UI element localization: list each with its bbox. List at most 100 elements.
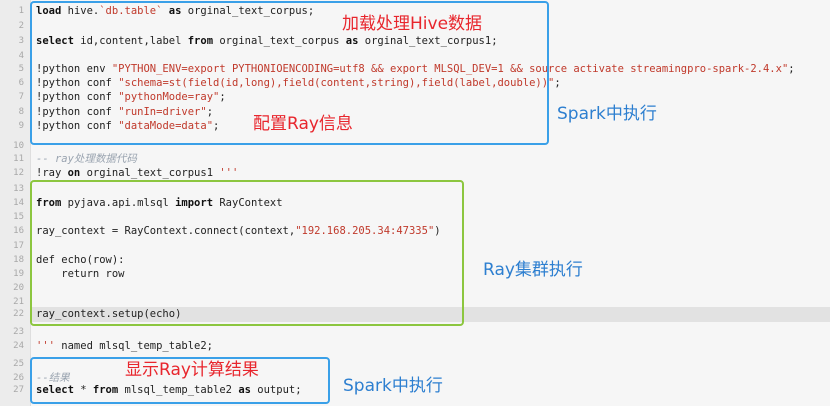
- keyword: as: [345, 35, 359, 47]
- code-text: ;: [219, 91, 226, 103]
- code-line-6[interactable]: !python conf "schema=st(field(id,long),f…: [36, 76, 561, 91]
- string-literal: "runIn=driver": [118, 106, 207, 118]
- code-text: !python conf: [36, 77, 119, 89]
- code-text: *: [73, 384, 93, 396]
- annotation-load-hive: 加载处理Hive数据: [342, 14, 483, 34]
- code-text: ;: [213, 120, 220, 132]
- code-text: !python conf: [36, 120, 119, 132]
- code-text: orginal_text_corpus: [213, 35, 346, 47]
- line-number: 19: [13, 269, 24, 279]
- line-number: 9: [18, 121, 24, 131]
- string-literal: "192.168.205.34:47335": [295, 225, 435, 237]
- annotation-show-ray-result: 显示Ray计算结果: [125, 360, 259, 380]
- string-literal: "schema=st(field(id,long),field(content,…: [118, 77, 555, 89]
- line-number: 15: [13, 212, 24, 222]
- annotation-ray-cluster-exec: Ray集群执行: [483, 260, 583, 280]
- line-number: 10: [13, 141, 24, 151]
- line-number: 14: [13, 198, 24, 208]
- code-line-1[interactable]: load hive.`db.table` as orginal_text_cor…: [36, 4, 314, 19]
- line-number: 1: [18, 6, 24, 16]
- code-text: mlsql_temp_table2: [118, 384, 239, 396]
- code-line-5[interactable]: !python env "PYTHON_ENV=export PYTHONIOE…: [36, 62, 795, 77]
- code-text: def echo(row):: [36, 254, 125, 266]
- keyword: as: [238, 384, 251, 396]
- code-line-11[interactable]: -- ray处理数据代码: [36, 152, 137, 167]
- line-number: 26: [13, 373, 24, 383]
- annotation-config-ray: 配置Ray信息: [253, 114, 353, 134]
- keyword: as: [162, 5, 182, 17]
- line-number: 18: [13, 255, 24, 265]
- code-text: named mlsql_temp_table2;: [54, 340, 214, 352]
- code-text: hive.: [61, 5, 100, 17]
- line-number: 13: [13, 184, 24, 194]
- code-text: !python env: [36, 63, 112, 75]
- line-number: 23: [13, 327, 24, 337]
- code-line-9[interactable]: !python conf "dataMode=data";: [36, 119, 219, 134]
- code-line-19[interactable]: return row: [36, 267, 125, 282]
- code-line-27[interactable]: select * from mlsql_temp_table2 as outpu…: [36, 383, 302, 398]
- keyword: load: [36, 5, 62, 17]
- line-number: 12: [13, 168, 24, 178]
- code-text: ;: [554, 77, 561, 89]
- code-line-7[interactable]: !python conf "pythonMode=ray";: [36, 90, 226, 105]
- line-number: 11: [13, 154, 24, 164]
- code-comment: --结果: [36, 372, 70, 384]
- code-text: return row: [36, 268, 125, 280]
- code-text: ray_context.setup(echo): [36, 308, 182, 320]
- code-line-8[interactable]: !python conf "runIn=driver";: [36, 105, 213, 120]
- line-number: 21: [13, 297, 24, 307]
- code-text: output;: [250, 384, 302, 396]
- code-text: ): [434, 225, 441, 237]
- current-line-highlight: [31, 307, 830, 322]
- code-text: RayContext: [213, 197, 283, 209]
- keyword: on: [67, 167, 81, 179]
- line-number: 4: [18, 51, 24, 61]
- line-number: 8: [18, 107, 24, 117]
- code-line-26[interactable]: --结果: [36, 371, 70, 386]
- spark-result-box: [30, 357, 330, 404]
- code-line-3[interactable]: select id,content,label from orginal_tex…: [36, 34, 498, 49]
- line-number: 2: [18, 21, 24, 31]
- code-text: !python conf: [36, 91, 119, 103]
- code-text: orginal_text_corpus;: [181, 5, 315, 17]
- line-number: 24: [13, 341, 24, 351]
- code-text: orginal_text_corpus1: [80, 167, 220, 179]
- line-number: 27: [13, 385, 24, 395]
- string-literal: "dataMode=data": [118, 120, 214, 132]
- keyword: from: [187, 35, 214, 47]
- line-number: 22: [13, 309, 24, 319]
- string-literal: "PYTHON_ENV=export PYTHONIOENCODING=utf8…: [111, 63, 789, 75]
- line-number: 17: [13, 241, 24, 251]
- string-literal: ''': [36, 340, 55, 352]
- annotation-spark-exec-1: Spark中执行: [557, 104, 657, 124]
- code-line-16[interactable]: ray_context = RayContext.connect(context…: [36, 224, 441, 239]
- spark-block-box: [30, 1, 549, 145]
- keyword: from: [92, 384, 119, 396]
- annotation-spark-exec-2: Spark中执行: [343, 376, 443, 396]
- code-line-14[interactable]: from pyjava.api.mlsql import RayContext: [36, 196, 283, 211]
- code-text: !python conf: [36, 106, 119, 118]
- line-number: 20: [13, 283, 24, 293]
- code-text: ;: [206, 106, 214, 118]
- ray-block-box: [30, 180, 464, 326]
- line-number: 5: [18, 64, 24, 74]
- string-literal: ''': [219, 167, 239, 179]
- code-line-24[interactable]: ''' named mlsql_temp_table2;: [36, 339, 213, 354]
- string-literal: "pythonMode=ray": [118, 91, 220, 103]
- code-line-18[interactable]: def echo(row):: [36, 253, 125, 268]
- line-number: 25: [13, 359, 24, 369]
- string-literal: `db.table`: [99, 5, 163, 17]
- code-text: ;: [788, 63, 795, 75]
- code-comment: -- ray处理数据代码: [36, 153, 137, 165]
- code-text: id,content,label: [73, 35, 188, 47]
- keyword: select: [36, 35, 74, 47]
- code-text: pyjava.api.mlsql: [61, 197, 176, 209]
- code-text: orginal_text_corpus1;: [358, 35, 498, 47]
- line-number: 3: [18, 36, 24, 46]
- code-line-22[interactable]: ray_context.setup(echo): [36, 307, 181, 322]
- code-text: !ray: [36, 167, 68, 179]
- keyword: select: [36, 384, 74, 396]
- line-number: 16: [13, 226, 24, 236]
- code-line-12[interactable]: !ray on orginal_text_corpus1 ''': [36, 166, 238, 181]
- line-number: 7: [18, 92, 24, 102]
